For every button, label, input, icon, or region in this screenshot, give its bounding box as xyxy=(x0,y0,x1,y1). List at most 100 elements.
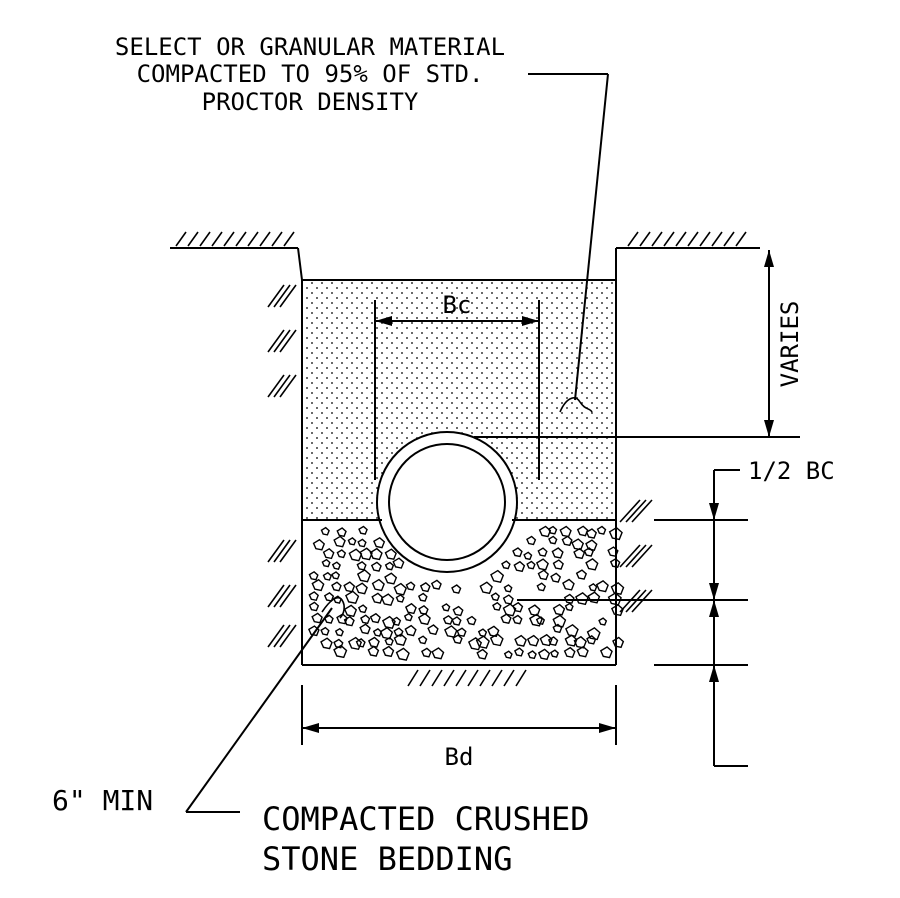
stone-pebble xyxy=(419,581,431,593)
stone-pebble xyxy=(403,612,413,622)
stone-pebble xyxy=(552,623,563,634)
select-fill-note: SELECT OR GRANULAR MATERIAL COMPACTED TO… xyxy=(115,33,505,116)
stone-pebble xyxy=(417,612,431,626)
stone-pebble xyxy=(417,635,428,645)
stone-pebble xyxy=(466,615,477,626)
stone-pebble xyxy=(391,616,402,626)
min-bedding-label: 6" MIN xyxy=(52,784,153,817)
stone-pebble xyxy=(599,646,613,659)
stone-pebble xyxy=(512,601,524,613)
stone-pebble xyxy=(451,616,462,626)
stone-pebble xyxy=(427,624,439,636)
stone-pebble xyxy=(552,559,564,570)
stone-pebble xyxy=(587,591,601,604)
stone-pebble xyxy=(475,635,490,649)
stone-pebble xyxy=(333,535,346,548)
stone-pebble xyxy=(529,613,543,627)
stone-pebble xyxy=(421,647,432,658)
stone-pebble xyxy=(405,581,416,591)
stone-pebble xyxy=(563,646,576,659)
stone-pebble xyxy=(393,627,404,637)
stone-pebble xyxy=(535,558,549,571)
stone-pebble xyxy=(356,560,367,571)
stone-pebble xyxy=(343,615,355,627)
stone-pebble xyxy=(312,538,326,551)
stone-pebble xyxy=(323,591,335,602)
varies-label: VARIES xyxy=(776,301,804,388)
crushed-stone-bedding xyxy=(308,525,625,661)
stone-pebble xyxy=(490,592,500,602)
stone-pebble xyxy=(322,547,335,560)
stone-pebble xyxy=(393,582,408,596)
stone-pebble xyxy=(369,547,383,561)
stone-pebble xyxy=(332,595,342,604)
stone-pebble xyxy=(320,526,330,536)
stone-pebble xyxy=(431,647,445,660)
stone-pebble xyxy=(322,571,333,581)
stone-pebble xyxy=(503,650,513,659)
bd-label: Bd xyxy=(445,743,474,771)
stone-pebble xyxy=(551,547,564,559)
stone-pebble xyxy=(331,581,342,592)
stone-pebble xyxy=(547,636,559,647)
stone-pebble xyxy=(538,525,552,538)
stone-pebble xyxy=(586,634,597,645)
stone-pebble xyxy=(609,557,621,569)
stone-pebble xyxy=(308,591,320,602)
stone-pebble xyxy=(336,549,347,559)
stone-pebble xyxy=(379,626,394,640)
stone-pebble xyxy=(564,602,574,612)
stone-pebble xyxy=(559,525,572,538)
stone-pebble xyxy=(392,557,405,569)
stone-pebble xyxy=(452,605,464,617)
stone-pebble xyxy=(384,548,397,561)
stone-pebble xyxy=(336,527,347,538)
stone-pebble xyxy=(371,578,385,592)
stone-pebble xyxy=(369,612,381,624)
stone-pebble xyxy=(308,601,320,612)
select-fill-line-1: SELECT OR GRANULAR MATERIAL xyxy=(115,33,505,61)
stone-pebble xyxy=(489,633,504,647)
stone-pebble xyxy=(331,561,341,570)
stone-pebble xyxy=(512,547,523,558)
stone-pebble xyxy=(536,582,547,592)
stone-pebble xyxy=(442,614,454,625)
stone-pebble xyxy=(512,614,523,625)
select-fill-line-3: PROCTOR DENSITY xyxy=(202,88,419,116)
stone-pebble xyxy=(404,602,417,615)
stone-pebble xyxy=(598,617,608,626)
stone-pebble xyxy=(367,636,380,648)
stone-pebble xyxy=(323,614,334,624)
stone-pebble xyxy=(320,637,333,650)
stone-pebble xyxy=(527,650,537,660)
stone-pebble xyxy=(502,603,517,617)
stone-pebble xyxy=(476,648,488,660)
bedding-line-1: COMPACTED CRUSHED xyxy=(262,800,590,838)
bedding-line-2: STONE BEDDING xyxy=(262,840,512,878)
stone-pebble xyxy=(550,572,562,583)
stone-pebble xyxy=(355,638,366,648)
stone-pebble xyxy=(311,612,323,624)
stone-pebble xyxy=(607,592,622,606)
ground-surface-right xyxy=(615,247,760,280)
stone-pebble xyxy=(527,604,541,617)
stone-pebble xyxy=(612,636,625,649)
stone-pebble xyxy=(513,560,526,573)
stone-pebble xyxy=(343,604,358,618)
stone-pebble xyxy=(359,623,371,635)
stone-pebble xyxy=(500,613,512,625)
stone-pebble xyxy=(596,525,607,535)
stone-pebble xyxy=(573,635,587,649)
stone-pebble xyxy=(393,633,407,646)
stone-pebble xyxy=(595,579,609,593)
stone-pebble xyxy=(333,638,344,649)
bedding-note: COMPACTED CRUSHED STONE BEDDING xyxy=(262,800,590,878)
stone-pebble xyxy=(418,605,429,615)
stone-pebble xyxy=(358,525,368,535)
stone-pebble xyxy=(537,648,551,661)
bc-label: Bc xyxy=(443,291,472,319)
stone-pebble xyxy=(549,649,559,658)
stone-pebble xyxy=(430,579,442,590)
stone-pebble xyxy=(502,594,514,605)
